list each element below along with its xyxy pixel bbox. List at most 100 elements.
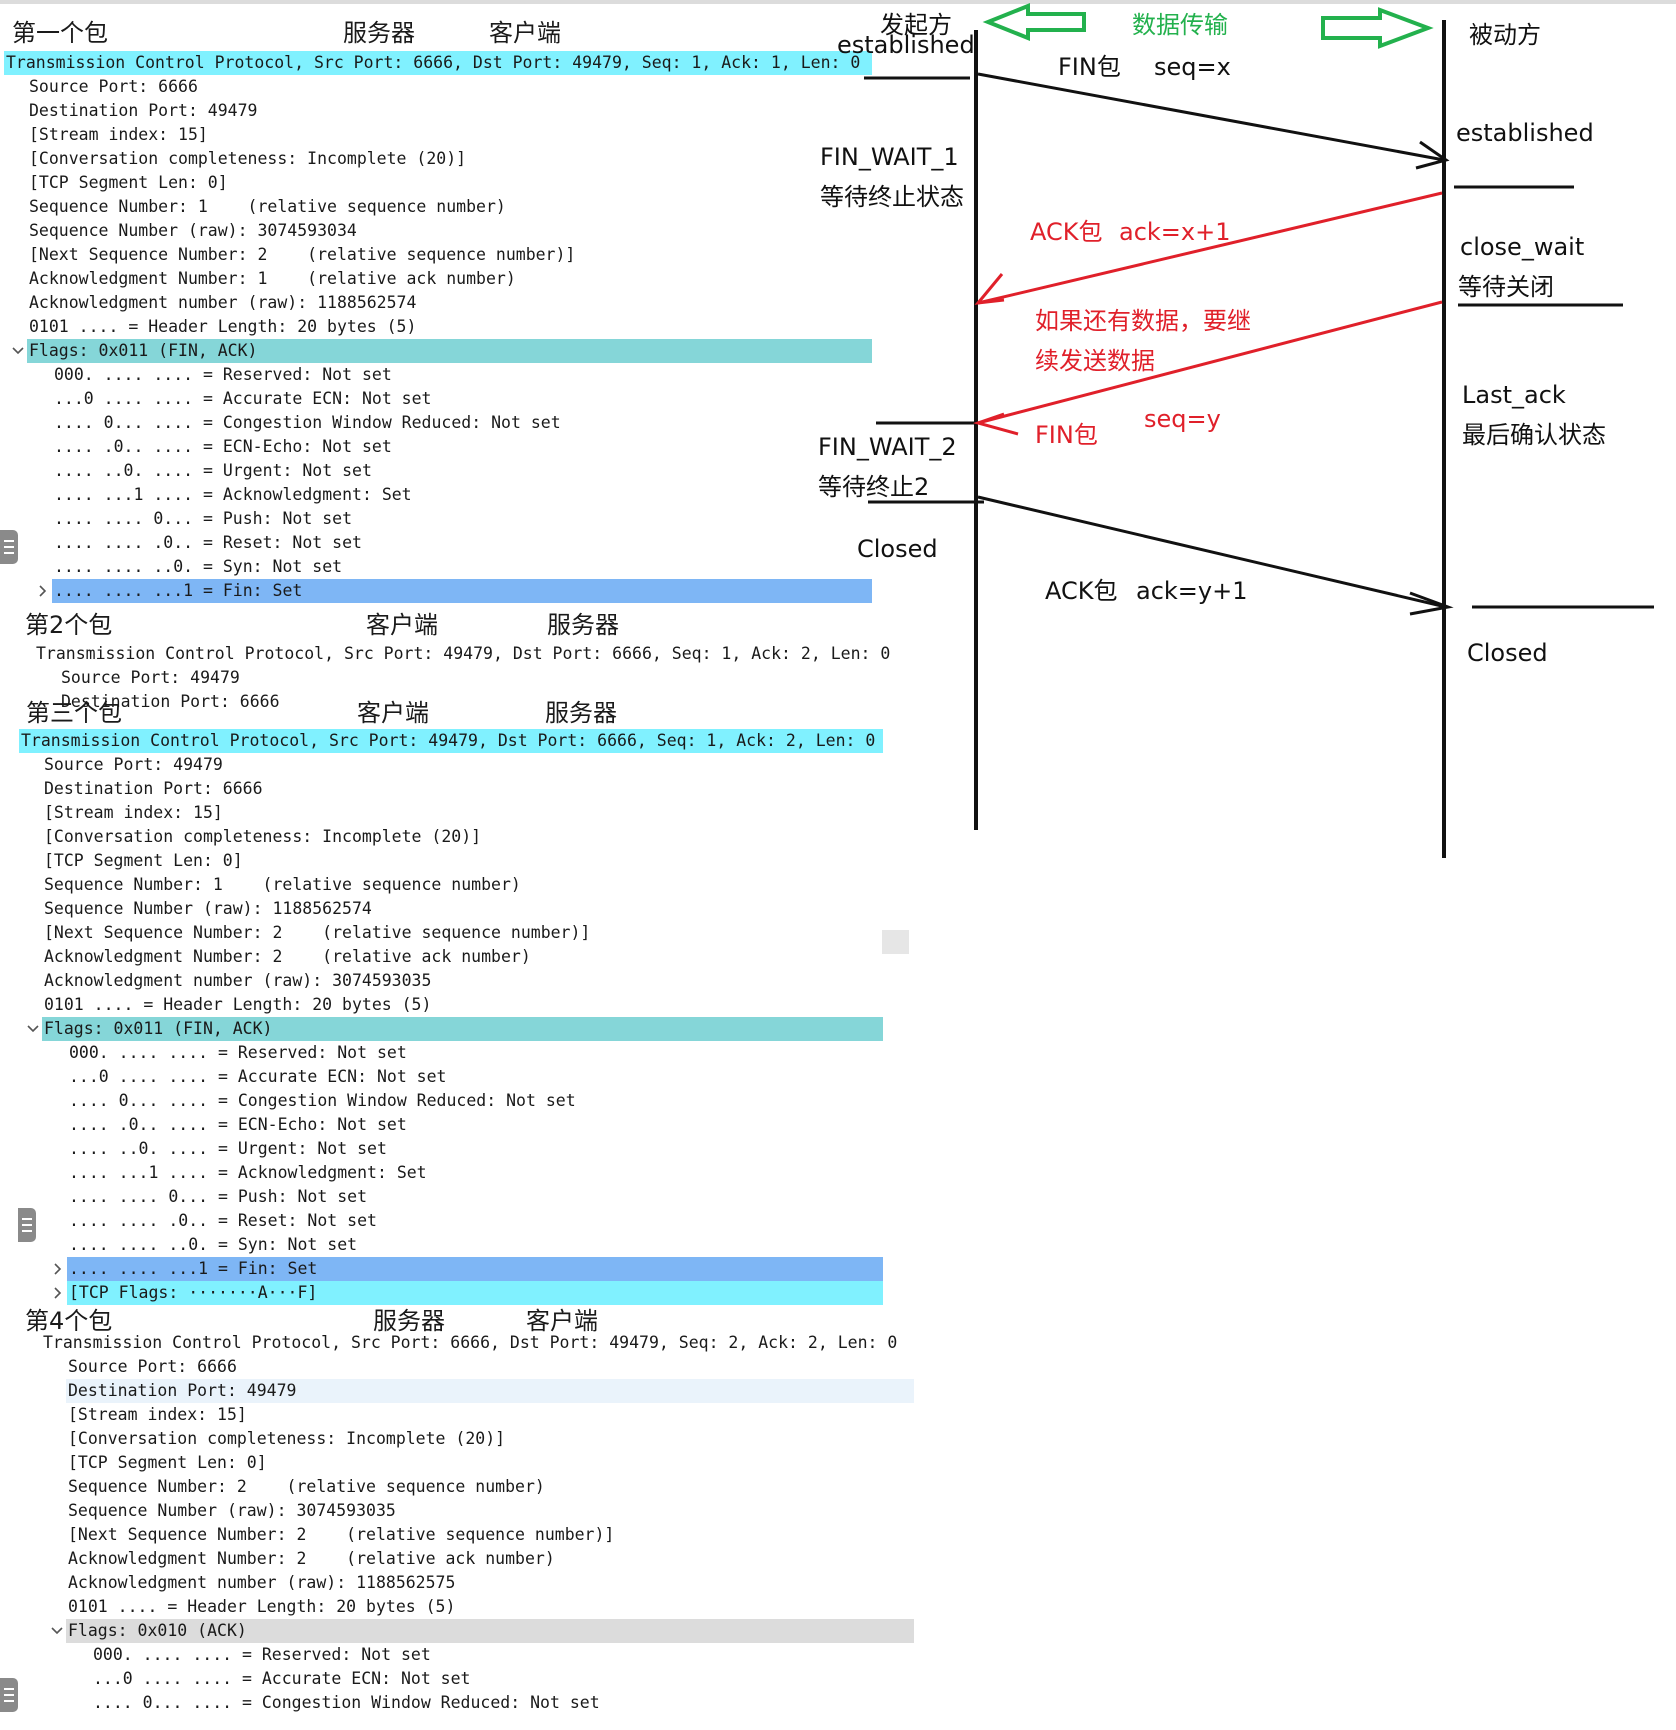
packet-heading: 第三个包 — [26, 699, 122, 727]
right-arrow-icon — [1321, 7, 1434, 49]
packet-field-row[interactable]: .... .... ...1 = Fin: Set — [52, 579, 872, 603]
packet-field-row[interactable]: [Next Sequence Number: 2 (relative seque… — [68, 1525, 615, 1544]
packet-field-row[interactable]: [Conversation completeness: Incomplete (… — [68, 1429, 506, 1448]
chevron-down-icon[interactable] — [11, 344, 25, 358]
packet-field-row[interactable]: ...0 .... .... = Accurate ECN: Not set — [69, 1067, 447, 1086]
packet-to: 服务器 — [545, 699, 617, 727]
packet-field-row[interactable]: Source Port: 6666 — [29, 77, 198, 96]
packet-field-row[interactable]: Transmission Control Protocol, Src Port:… — [19, 729, 883, 753]
packet-field-row[interactable]: .... 0... .... = Congestion Window Reduc… — [69, 1091, 576, 1110]
right-state-closed: Closed — [1467, 639, 1548, 667]
right-state-established: established — [1456, 119, 1594, 147]
packet-field-row[interactable]: ...0 .... .... = Accurate ECN: Not set — [54, 389, 432, 408]
final-ack-value-label: ack=y+1 — [1136, 577, 1248, 605]
packet-field-row[interactable]: Destination Port: 6666 — [61, 692, 280, 711]
packet-field-row[interactable]: Acknowledgment Number: 2 (relative ack n… — [68, 1549, 555, 1568]
packet-field-row[interactable]: Flags: 0x011 (FIN, ACK) — [42, 1017, 883, 1041]
passive-label: 被动方 — [1469, 21, 1541, 49]
packet-field-row[interactable]: Flags: 0x010 (ACK) — [66, 1619, 914, 1643]
final-ack-arrowhead — [1409, 591, 1454, 616]
right-state-close-wait: close_wait — [1460, 233, 1585, 261]
packet-field-row[interactable]: [Next Sequence Number: 2 (relative seque… — [29, 245, 576, 264]
packet-field-row[interactable]: Destination Port: 49479 — [29, 101, 258, 120]
packet-field-row[interactable]: Sequence Number: 2 (relative sequence nu… — [68, 1477, 545, 1496]
chevron-right-icon[interactable] — [51, 1286, 65, 1300]
packet-field-row[interactable]: [Stream index: 15] — [29, 125, 208, 144]
left-state-closed: Closed — [857, 535, 938, 563]
packet-field-row[interactable]: .... .... ...1 = Fin: Set — [67, 1257, 883, 1281]
packet-field-row[interactable]: [TCP Segment Len: 0] — [44, 851, 243, 870]
packet-field-row[interactable]: 000. .... .... = Reserved: Not set — [93, 1645, 431, 1664]
packet-field-row[interactable]: [Next Sequence Number: 2 (relative seque… — [44, 923, 591, 942]
packet-from: 服务器 — [373, 1307, 445, 1335]
packet-field-row[interactable]: Transmission Control Protocol, Src Port:… — [36, 644, 891, 663]
packet-field-row[interactable]: .... ...1 .... = Acknowledgment: Set — [54, 485, 412, 504]
final-ack-label: ACK包 — [1045, 577, 1118, 605]
ack-arrowhead — [974, 273, 1005, 305]
packet-field-row[interactable]: Flags: 0x011 (FIN, ACK) — [27, 339, 872, 363]
packet-field-row[interactable]: 0101 .... = Header Length: 20 bytes (5) — [29, 317, 417, 336]
packet-field-row[interactable]: .... .0.. .... = ECN-Echo: Not set — [54, 437, 392, 456]
packet-field-row[interactable]: [Conversation completeness: Incomplete (… — [44, 827, 482, 846]
side-panel-handle[interactable] — [0, 530, 18, 564]
packet-field-row[interactable]: .... .... 0... = Push: Not set — [69, 1187, 368, 1206]
packet-field-row[interactable]: 0101 .... = Header Length: 20 bytes (5) — [44, 995, 432, 1014]
packet-field-row[interactable]: .... ..0. .... = Urgent: Not set — [69, 1139, 387, 1158]
packet-field-row[interactable]: [TCP Segment Len: 0] — [29, 173, 228, 192]
packet-field-row[interactable]: Transmission Control Protocol, Src Port:… — [4, 51, 872, 75]
packet-field-row[interactable]: Acknowledgment Number: 1 (relative ack n… — [29, 269, 516, 288]
packet-field-row[interactable]: ...0 .... .... = Accurate ECN: Not set — [93, 1669, 471, 1688]
packet-field-row[interactable]: Sequence Number (raw): 1188562574 — [44, 899, 372, 918]
side-panel-handle[interactable] — [18, 1208, 36, 1242]
scroll-thumb[interactable] — [882, 930, 909, 954]
packet-field-row[interactable]: [TCP Segment Len: 0] — [68, 1453, 267, 1472]
packet-field-row[interactable]: Source Port: 49479 — [61, 668, 240, 687]
packet-field-row[interactable]: Destination Port: 6666 — [44, 779, 263, 798]
chevron-down-icon[interactable] — [50, 1624, 64, 1638]
fin-arrow — [977, 72, 1445, 162]
packet-field-row[interactable]: .... .... ..0. = Syn: Not set — [54, 557, 343, 576]
chevron-down-icon[interactable] — [26, 1022, 40, 1036]
packet-to: 客户端 — [489, 19, 561, 47]
packet-field-row[interactable]: Transmission Control Protocol, Src Port:… — [43, 1333, 898, 1352]
packet-field-row[interactable]: Acknowledgment Number: 2 (relative ack n… — [44, 947, 531, 966]
packet-field-row[interactable]: Destination Port: 49479 — [66, 1379, 914, 1403]
packet-field-row[interactable]: Acknowledgment number (raw): 1188562574 — [29, 293, 417, 312]
left-state-fin-wait-2-cn: 等待终止2 — [818, 473, 930, 501]
packet-field-row[interactable]: Acknowledgment number (raw): 1188562575 — [68, 1573, 456, 1592]
packet-field-row[interactable]: .... 0... .... = Congestion Window Reduc… — [93, 1693, 600, 1712]
packet-field-row[interactable]: Sequence Number: 1 (relative sequence nu… — [44, 875, 521, 894]
packet-field-row[interactable]: .... ..0. .... = Urgent: Not set — [54, 461, 372, 480]
packet-field-row[interactable]: Sequence Number (raw): 3074593034 — [29, 221, 357, 240]
packet-field-row[interactable]: [Conversation completeness: Incomplete (… — [29, 149, 467, 168]
packet-field-row[interactable]: Sequence Number (raw): 3074593035 — [68, 1501, 396, 1520]
packet-field-row[interactable]: .... .... 0... = Push: Not set — [54, 509, 353, 528]
chevron-right-icon[interactable] — [36, 584, 50, 598]
chevron-right-icon[interactable] — [51, 1262, 65, 1276]
fin2-label: FIN包 — [1035, 421, 1098, 449]
packet-field-row[interactable]: Source Port: 49479 — [44, 755, 223, 774]
packet-field-row[interactable]: .... .... .0.. = Reset: Not set — [69, 1211, 377, 1230]
fin-arrowhead — [1415, 140, 1450, 170]
packet-field-row[interactable]: .... .0.. .... = ECN-Echo: Not set — [69, 1115, 407, 1134]
packet-field-row[interactable]: .... 0... .... = Congestion Window Reduc… — [54, 413, 561, 432]
packet-field-row[interactable]: 0101 .... = Header Length: 20 bytes (5) — [68, 1597, 456, 1616]
packet-to: 服务器 — [547, 611, 619, 639]
fin2-seq-label: seq=y — [1144, 405, 1221, 433]
packet-field-row[interactable]: [Stream index: 15] — [44, 803, 223, 822]
final-ack-arrow — [977, 495, 1447, 609]
left-state-fin-wait-1: FIN_WAIT_1 — [820, 143, 959, 171]
packet-field-row[interactable]: [TCP Flags: ·······A···F] — [67, 1281, 883, 1305]
packet-field-row[interactable]: .... .... .0.. = Reset: Not set — [54, 533, 362, 552]
packet-field-row[interactable]: Acknowledgment number (raw): 3074593035 — [44, 971, 432, 990]
side-panel-handle[interactable] — [0, 1678, 18, 1712]
ack-label: ACK包 — [1030, 218, 1103, 246]
packet-field-row[interactable]: Sequence Number: 1 (relative sequence nu… — [29, 197, 506, 216]
packet-field-row[interactable]: 000. .... .... = Reserved: Not set — [54, 365, 392, 384]
packet-field-row[interactable]: Source Port: 6666 — [68, 1357, 237, 1376]
packet-field-row[interactable]: .... .... ..0. = Syn: Not set — [69, 1235, 358, 1254]
packet-field-row[interactable]: .... ...1 .... = Acknowledgment: Set — [69, 1163, 427, 1182]
packet-field-row[interactable]: 000. .... .... = Reserved: Not set — [69, 1043, 407, 1062]
fin2-arrow — [977, 300, 1443, 425]
packet-field-row[interactable]: [Stream index: 15] — [68, 1405, 247, 1424]
